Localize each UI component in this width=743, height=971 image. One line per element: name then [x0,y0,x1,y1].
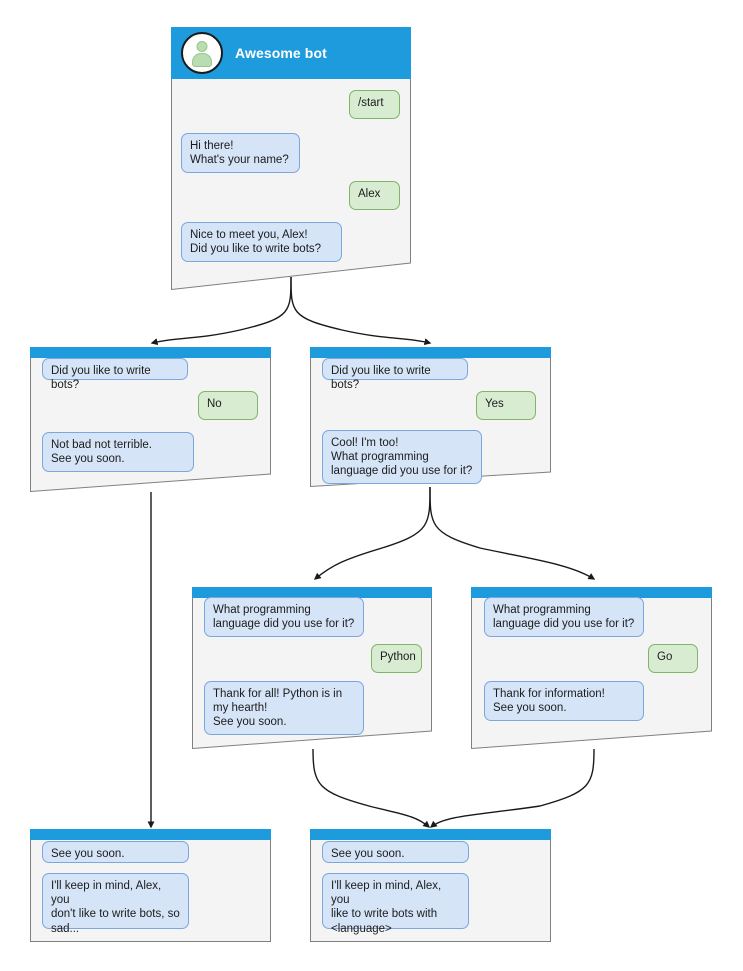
chat-header [30,829,271,840]
chat-messages: Did you like to write bots? Yes Cool! I'… [310,347,551,487]
message-bubble: Python [371,644,422,673]
user-avatar-icon [181,32,223,74]
chat-header [310,347,551,358]
edge-yes-to-go [429,486,596,580]
chat-messages: /start Hi there! What's your name? Alex … [171,27,411,290]
message-bubble: Thank for all! Python is in my hearth! S… [204,681,364,735]
node-answer-yes-screen[interactable]: Did you like to write bots? Yes Cool! I'… [310,347,551,487]
avatar-torso [192,53,212,67]
chat-messages: What programming language did you use fo… [192,587,432,749]
node-end-screen-no[interactable]: See you soon. I'll keep in mind, Alex, y… [30,829,271,942]
message-bubble: Nice to meet you, Alex! Did you like to … [181,222,342,262]
message-bubble: Yes [476,391,536,420]
node-answer-no-screen[interactable]: Did you like to write bots? No Not bad n… [30,347,271,492]
chat-messages: See you soon. I'll keep in mind, Alex, y… [30,829,271,942]
message-bubble: Did you like to write bots? [42,358,188,391]
chat-messages: Did you like to write bots? No Not bad n… [30,347,271,492]
edge-yes-to-python [313,486,431,580]
message-bubble: Alex [349,181,400,210]
message-bubble: Go [648,644,698,673]
message-bubble: No [198,391,258,420]
chat-header [192,587,432,598]
node-end-screen-yes[interactable]: See you soon. I'll keep in mind, Alex, y… [310,829,551,942]
message-bubble: I'll keep in mind, Alex, you like to wri… [322,873,469,935]
chat-header [30,347,271,358]
chat-header: Awesome bot [171,27,411,79]
message-bubble: Hi there! What's your name? [181,133,300,173]
message-bubble: Thank for information! See you soon. [484,681,644,721]
node-start-screen[interactable]: Awesome bot /start Hi there! What's your… [171,27,411,290]
edge-python-to-end-right [312,748,431,828]
chat-header [471,587,712,598]
avatar-head [196,41,208,52]
message-bubble: Did you like to write bots? [322,358,468,391]
bot-name-label: Awesome bot [235,45,327,61]
message-bubble: See you soon. [42,841,189,863]
edge-go-to-end-right [429,748,595,828]
message-bubble: What programming language did you use fo… [484,597,644,637]
node-answer-go-screen[interactable]: What programming language did you use fo… [471,587,712,749]
message-bubble: See you soon. [322,841,469,863]
message-bubble: Not bad not terrible. See you soon. [42,432,194,472]
message-bubble: Cool! I'm too! What programming language… [322,430,482,484]
node-answer-python-screen[interactable]: What programming language did you use fo… [192,587,432,749]
message-bubble: /start [349,90,400,119]
message-bubble: I'll keep in mind, Alex, you don't like … [42,873,189,935]
chat-messages: What programming language did you use fo… [471,587,712,749]
chat-messages: See you soon. I'll keep in mind, Alex, y… [310,829,551,942]
message-bubble: What programming language did you use fo… [204,597,364,637]
chat-header [310,829,551,840]
